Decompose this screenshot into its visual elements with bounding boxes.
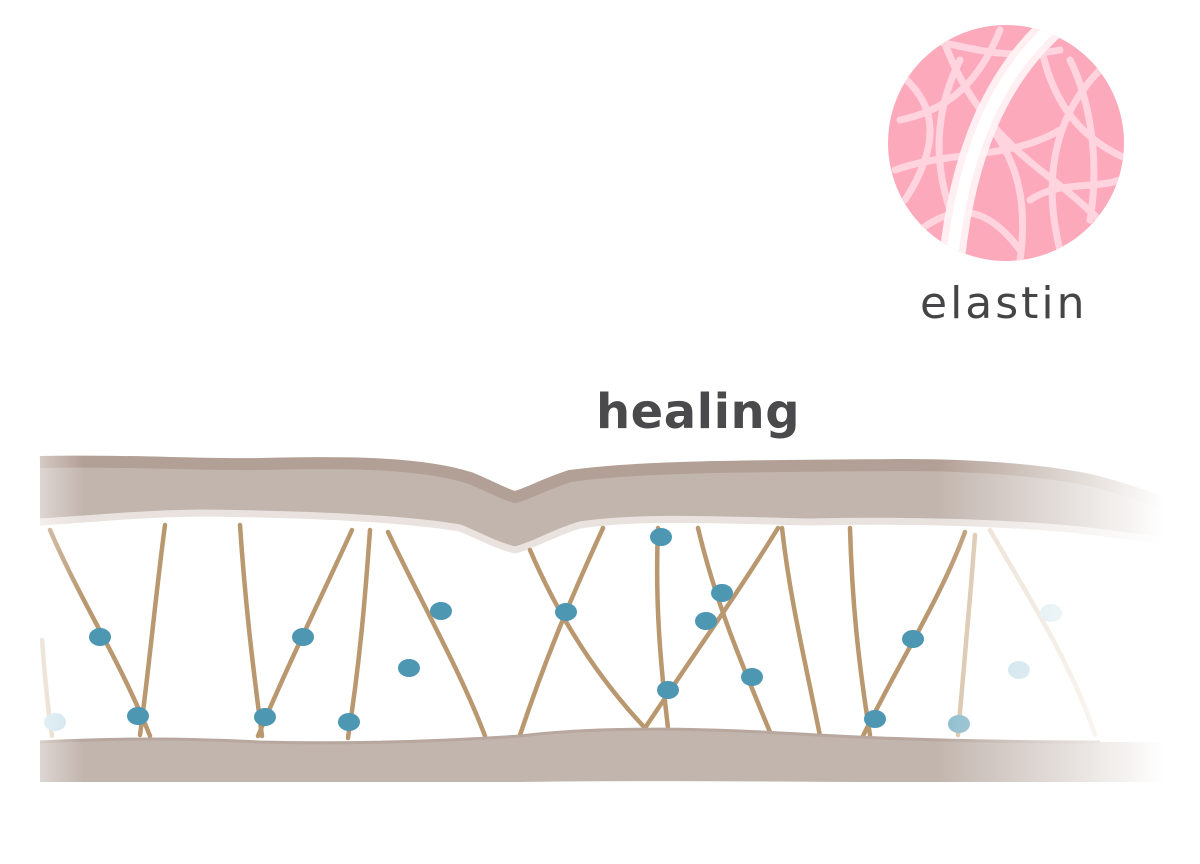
healing-label: healing [596,384,801,440]
tissue-section [0,440,1200,800]
elastin-inset [888,25,1124,261]
elastin-label: elastin [920,278,1088,329]
left-fade [0,440,1200,800]
